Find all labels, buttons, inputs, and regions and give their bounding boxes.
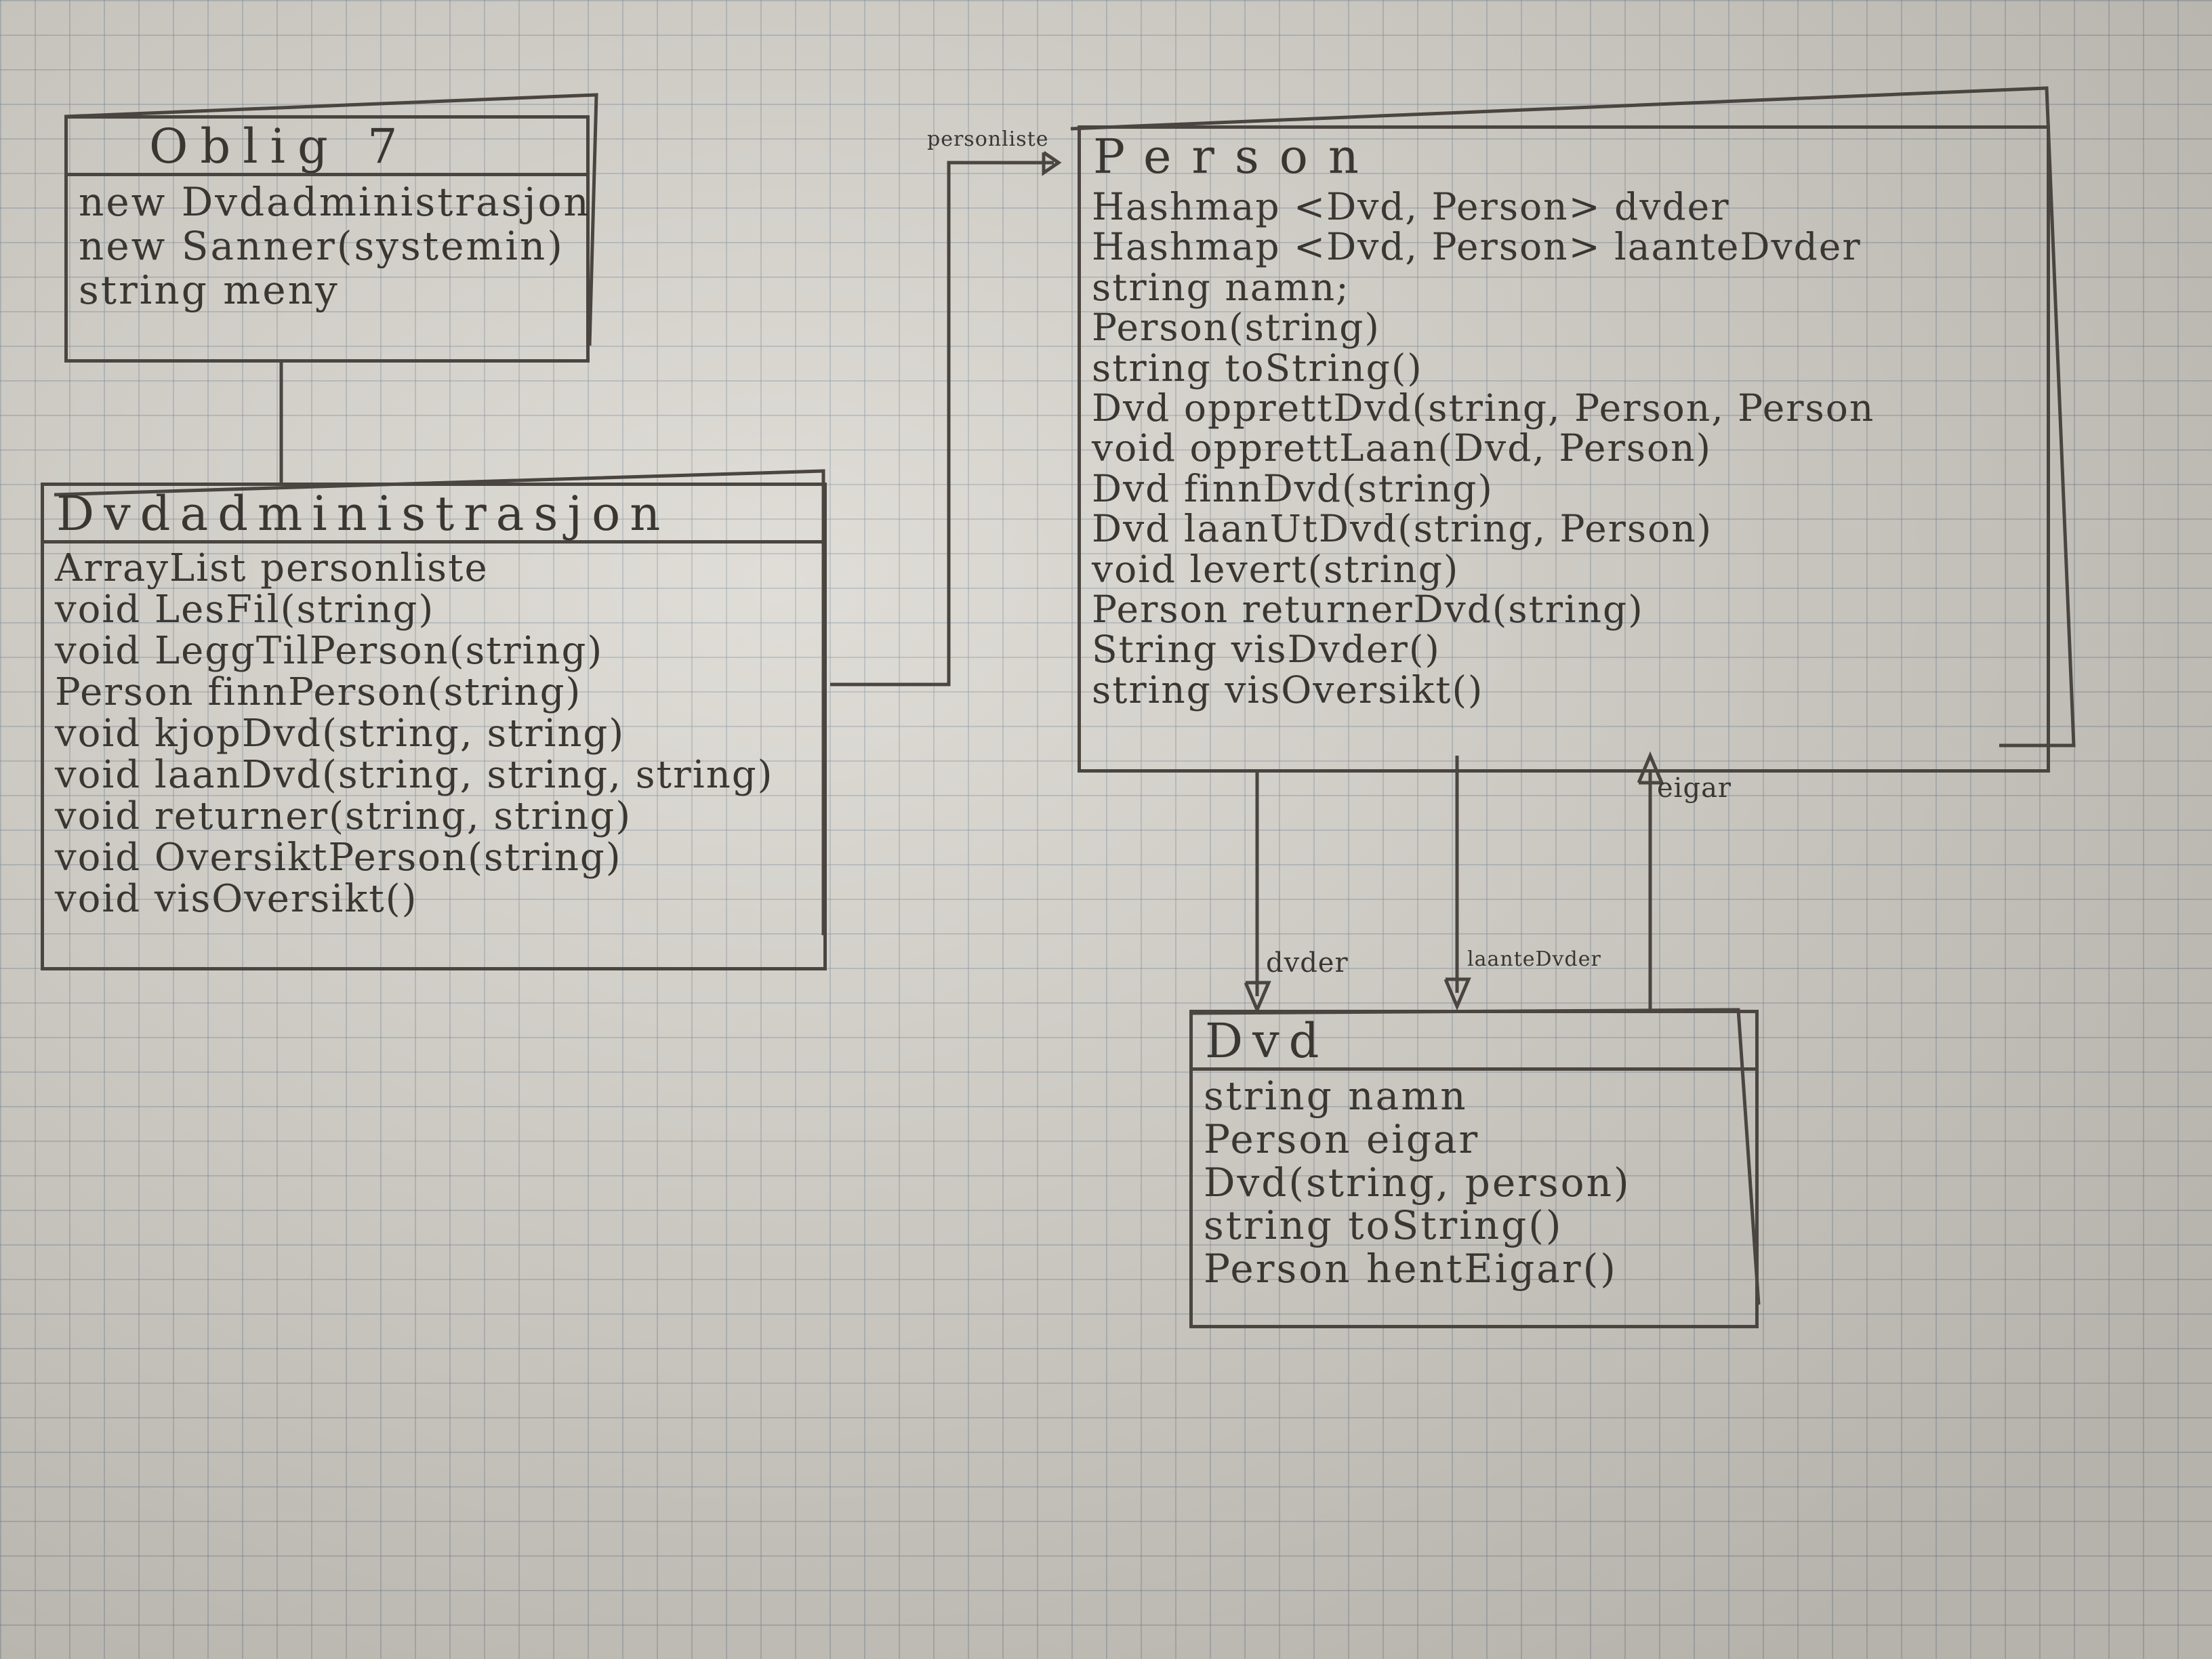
laantedvder-arrowhead: [1443, 977, 1471, 1011]
member: new Dvdadministrasjon: [79, 179, 591, 225]
member: string namn;: [1092, 265, 1350, 309]
class-person: Person Hashmap <Dvd, Person> dvder Hashm…: [1078, 125, 2050, 773]
member: Person hentEigar(): [1204, 1246, 1618, 1292]
member: void OversiktPerson(string): [55, 836, 622, 880]
member: void laanDvd(string, string, string): [55, 753, 774, 798]
class-name: Person: [1093, 129, 1379, 184]
member: Person(string): [1092, 306, 1380, 350]
member: string meny: [79, 266, 340, 313]
member: Person finnPerson(string): [55, 670, 582, 715]
association-label-personliste: personliste: [927, 127, 1049, 151]
member: Dvd laanUtDvd(string, Person): [1092, 507, 1713, 551]
class-name: Dvd: [1193, 1013, 1755, 1071]
member: String visDvder(): [1092, 628, 1441, 672]
personliste-line: [830, 161, 1054, 687]
member: ArrayList personliste: [55, 546, 489, 590]
member: void kjopDvd(string, string): [55, 712, 626, 756]
member: Person returnerDvd(string): [1092, 587, 1644, 631]
class-dvdadministrasjon: Dvdadministrasjon ArrayList personliste …: [41, 483, 827, 970]
member: void opprettLaan(Dvd, Person): [1092, 426, 1712, 470]
member: void LesFil(string): [55, 588, 435, 632]
member-list: ArrayList personliste void LesFil(string…: [44, 544, 823, 924]
dvder-arrowhead: [1244, 981, 1271, 1015]
member-list: string namn Person eigar Dvd(string, per…: [1193, 1071, 1755, 1295]
member: void visOversikt(): [55, 877, 418, 922]
class-name: Dvdadministrasjon: [44, 486, 823, 544]
class-name: Oblig 7: [68, 119, 586, 176]
member: string toString(): [1092, 346, 1423, 390]
member: Hashmap <Dvd, Person> dvder: [1092, 185, 1730, 228]
member: void returner(string, string): [55, 794, 632, 839]
member: Person eigar: [1204, 1115, 1480, 1162]
member: Hashmap <Dvd, Person> laanteDvder: [1092, 225, 1862, 269]
association-label-eigar: eigar: [1657, 773, 1732, 804]
member-list: Hashmap <Dvd, Person> dvder Hashmap <Dvd…: [1081, 183, 2047, 714]
association-label-laantedvder: laanteDvder: [1467, 947, 1601, 971]
member: Dvd finnDvd(string): [1092, 466, 1494, 510]
class-oblig7: Oblig 7 new Dvdadministrasjon new Sanner…: [64, 115, 590, 363]
member: Dvd(string, person): [1204, 1159, 1631, 1206]
class-dvd: Dvd string namn Person eigar Dvd(string,…: [1189, 1010, 1759, 1328]
person-back-frame: [1070, 86, 2076, 747]
personliste-arrowhead: [1042, 150, 1062, 176]
oblig-back-frame: [64, 93, 598, 346]
member: string namn: [1204, 1073, 1468, 1119]
member: Dvd opprettDvd(string, Person, Person: [1092, 386, 1875, 430]
member: string toString(): [1204, 1202, 1563, 1249]
member: void levert(string): [1092, 547, 1460, 591]
member: new Sanner(systemin): [79, 222, 565, 269]
association-label-dvder: dvder: [1266, 947, 1349, 979]
member: string visOversikt(): [1092, 668, 1484, 712]
member: void LeggTilPerson(string): [55, 629, 604, 674]
member-list: new Dvdadministrasjon new Sanner(systemi…: [68, 176, 591, 316]
